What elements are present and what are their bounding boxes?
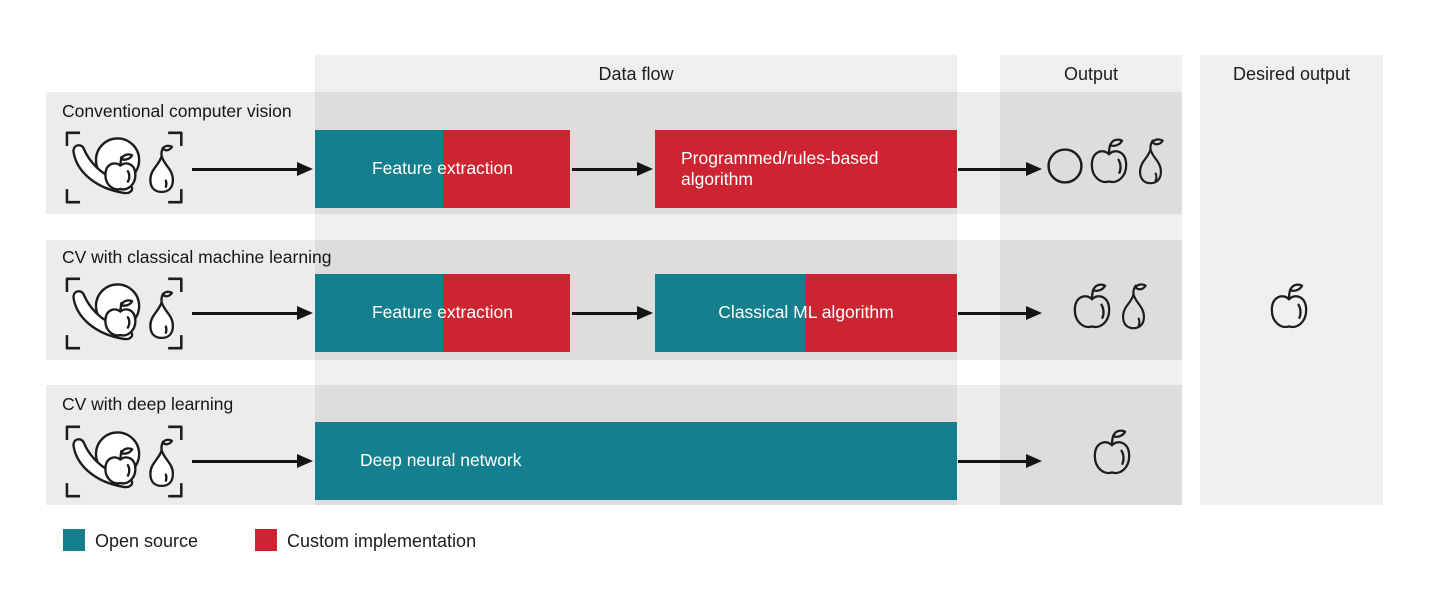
stage-box-deep-neural-network: Deep neural network [315,422,957,500]
row-label-classical-ml: CV with classical machine learning [62,247,332,267]
legend-swatch-open-source [63,529,85,551]
desired-output-icon-group [1269,282,1309,330]
apple-icon [1072,283,1112,330]
flow-arrow [958,168,1026,171]
stage-label: Deep neural network [360,450,522,471]
legend-label-open-source: Open source [95,531,199,551]
legend-label-custom-implementation: Custom implementation [287,531,477,551]
output-icons-row-3 [1092,428,1132,476]
orange-icon [1046,147,1084,185]
output-icons-row-1 [1046,137,1167,185]
column-desired-output: Desired output [1200,55,1383,505]
column-header-desired-output: Desired output [1232,64,1351,84]
custom-segment [442,274,570,352]
flow-arrow [192,168,297,171]
flow-arrow [572,168,637,171]
stage-box-feature-extraction: Feature extraction [315,274,570,352]
output-icons-row-2 [1072,282,1150,330]
stage-label: Classical ML algorithm [718,302,894,323]
apple-icon [1089,138,1129,185]
stage-box-programmed-rules-based-algorithm: Programmed/rules-based algorithm [655,130,957,208]
stage-label: Feature extraction [371,158,514,179]
flow-arrow [958,460,1026,463]
open-source-segment [655,274,806,352]
apple-icon [1092,429,1132,476]
framed-fruits-icon [64,424,188,499]
flow-arrow [192,312,297,315]
legend-swatch-custom-implementation [255,529,277,551]
custom-segment [806,274,957,352]
column-output: Output [1000,55,1182,505]
open-source-segment [315,274,443,352]
row-label-conventional-cv: Conventional computer vision [62,101,292,121]
flow-arrow [958,312,1026,315]
stage-label: Programmed/rules-based algorithm [681,147,879,189]
custom-segment [442,130,570,208]
apple-icon [1269,283,1309,330]
column-header-output: Output [1063,64,1119,84]
row-band-classical-ml [46,240,1182,360]
stage-label: Feature extraction [371,302,514,323]
open-source-segment [315,130,443,208]
column-header-data-flow: Data flow [598,64,674,84]
pear-icon [1117,283,1150,330]
flow-arrow [572,312,637,315]
row-label-deep-learning: CV with deep learning [62,394,234,414]
framed-fruits-icon [64,276,188,351]
stage-box-classical-ml-algorithm: Classical ML algorithm [655,274,957,352]
row-band-conventional-cv [46,92,1182,214]
flow-arrow [192,460,297,463]
framed-fruits-icon [64,130,188,205]
stage-box-feature-extraction: Feature extraction [315,130,570,208]
pear-icon [1134,138,1167,185]
